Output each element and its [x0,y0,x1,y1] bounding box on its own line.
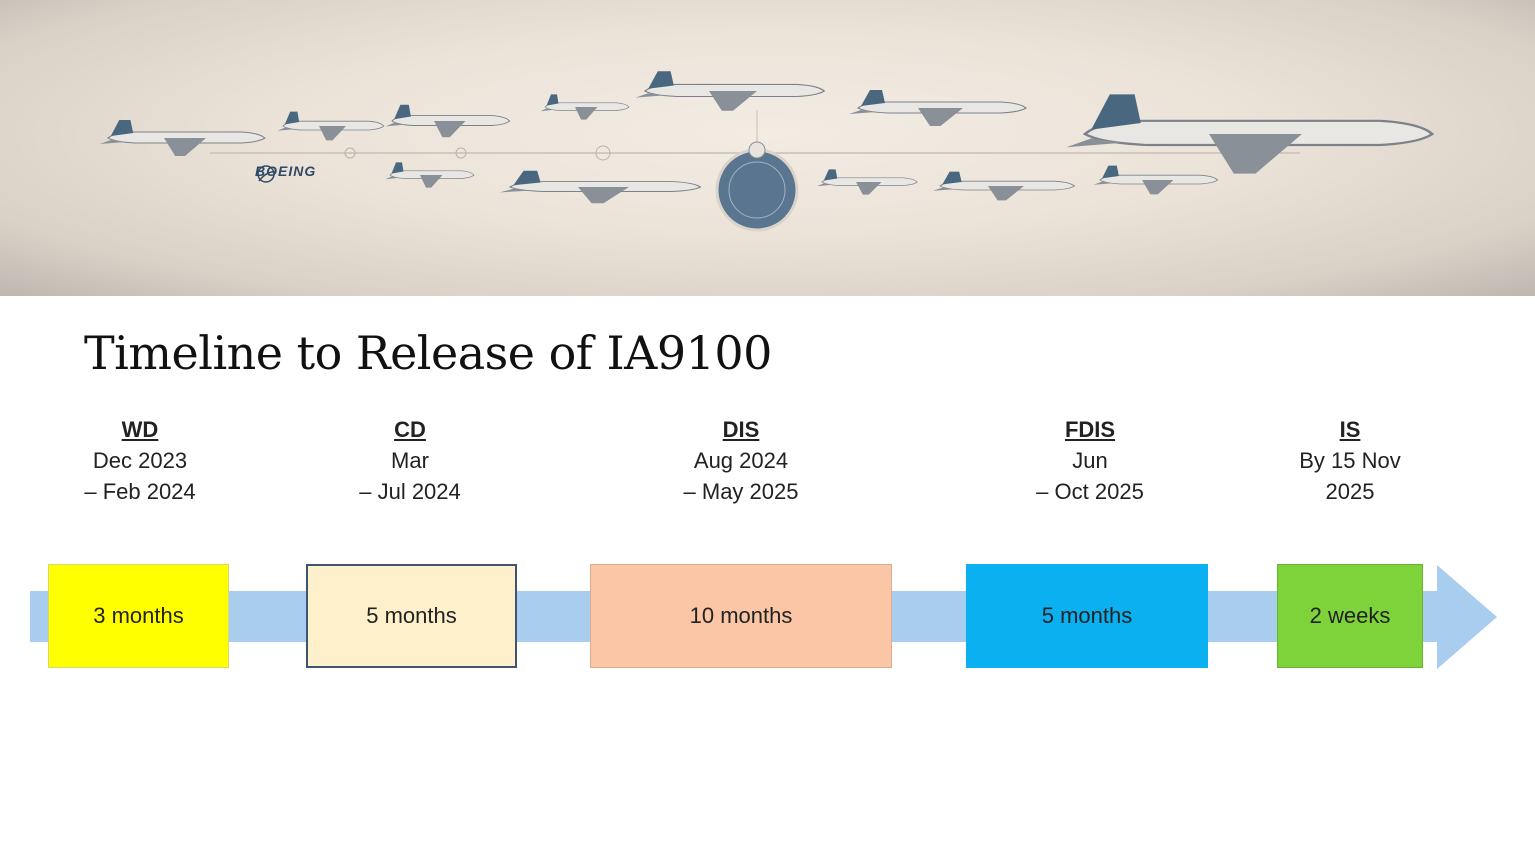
stage-label-dis: DIS Aug 2024 – May 2025 [631,414,851,507]
duration-label: 2 weeks [1309,603,1391,628]
duration-label: 5 months [1041,603,1133,628]
duration-label: 5 months [366,603,457,628]
stage-date-start: Dec 2023 [92,448,188,473]
duration-box-wd: 3 months [48,564,229,668]
aircraft-illustration [98,70,1434,232]
stage-date-start: Jun [1072,448,1108,473]
stage-date-end: – Feb 2024 [84,479,196,504]
stage-date-end: – Jul 2024 [359,479,461,504]
slide-title: Timeline to Release of IA9100 [84,326,772,380]
duration-box-dis: 10 months [590,564,892,668]
stage-abbr: IS [1339,417,1361,442]
stage-abbr: FDIS [1064,417,1116,442]
stage-abbr: WD [121,417,159,442]
stage-abbr: DIS [722,417,760,442]
stage-abbr: CD [394,417,426,442]
stage-date-start: Mar [391,448,429,473]
stage-label-wd: WD Dec 2023 – Feb 2024 [30,414,250,507]
stage-date-end: – Oct 2025 [1036,479,1144,504]
duration-label: 3 months [93,603,184,628]
timeline-arrow-head [1437,565,1497,669]
boeing-logo: BOEING [255,163,316,183]
boeing-logo-icon [257,165,276,183]
duration-box-is: 2 weeks [1277,564,1423,668]
stage-label-cd: CD Mar – Jul 2024 [300,414,520,507]
stage-date-start: By 15 Nov [1299,448,1401,473]
stage-date-end: 2025 [1325,479,1375,504]
duration-box-fdis: 5 months [966,564,1208,668]
stage-label-is: IS By 15 Nov 2025 [1240,414,1460,507]
aircraft-banner-image: BOEING [0,0,1535,296]
duration-box-cd: 5 months [306,564,517,668]
stage-date-start: Aug 2024 [693,448,789,473]
stage-label-fdis: FDIS Jun – Oct 2025 [980,414,1200,507]
stage-date-end: – May 2025 [683,479,799,504]
duration-label: 10 months [689,603,793,628]
